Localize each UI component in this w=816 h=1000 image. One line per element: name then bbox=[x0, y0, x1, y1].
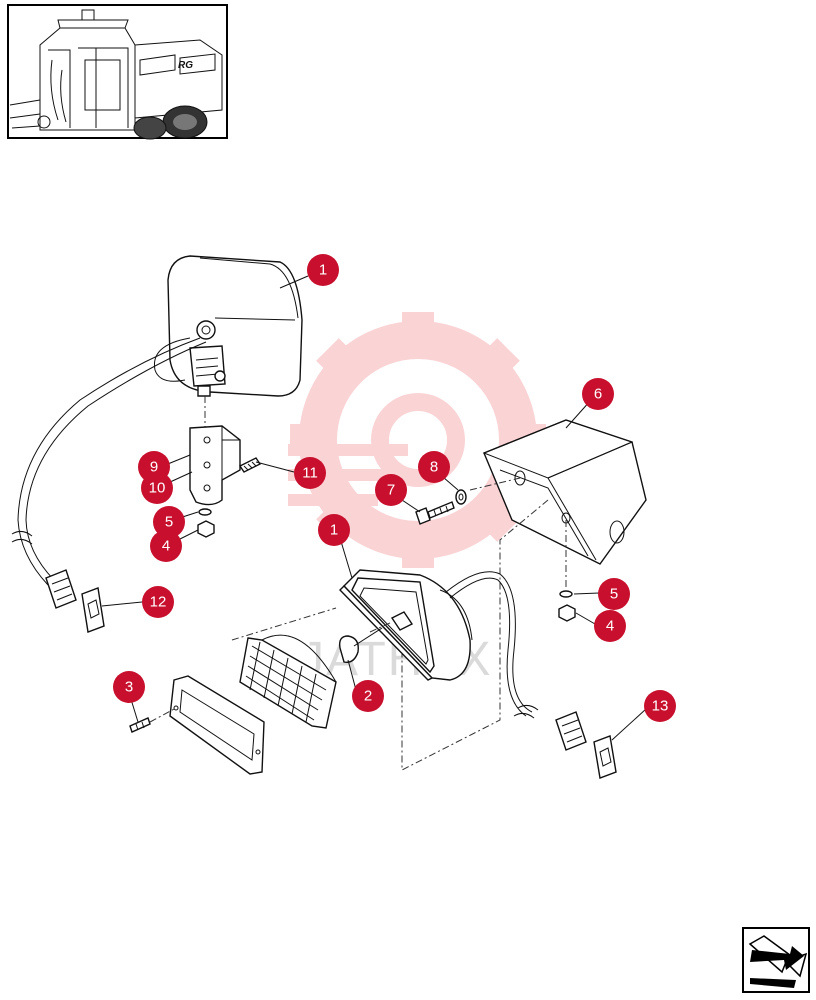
callout-6[interactable]: 6 bbox=[582, 378, 614, 410]
callout-3[interactable]: 3 bbox=[113, 671, 145, 703]
nut-upper[interactable] bbox=[197, 520, 215, 538]
lamp-lens[interactable] bbox=[239, 634, 337, 729]
callout-10[interactable]: 10 bbox=[141, 472, 173, 504]
callout-11[interactable]: 11 bbox=[294, 457, 326, 489]
svg-text:7: 7 bbox=[387, 482, 395, 499]
svg-text:13: 13 bbox=[652, 698, 669, 715]
screw-3[interactable] bbox=[129, 717, 151, 733]
svg-text:11: 11 bbox=[302, 465, 318, 482]
callout-2[interactable]: 2 bbox=[352, 680, 384, 712]
svg-text:2: 2 bbox=[364, 688, 372, 705]
lower-lamp-connector bbox=[555, 711, 587, 751]
svg-text:12: 12 bbox=[150, 594, 167, 611]
washer-upper[interactable] bbox=[198, 508, 212, 516]
svg-text:5: 5 bbox=[610, 586, 618, 603]
work-lamp-lower[interactable] bbox=[339, 569, 473, 681]
svg-text:5: 5 bbox=[165, 514, 173, 531]
lamp-housing-guard[interactable] bbox=[482, 419, 647, 565]
next-page-arrow-icon[interactable] bbox=[742, 927, 810, 993]
lower-lamp-cable bbox=[445, 571, 533, 713]
svg-text:4: 4 bbox=[162, 538, 170, 555]
svg-text:1: 1 bbox=[319, 262, 327, 279]
upper-lamp-cable bbox=[17, 337, 201, 586]
callout-12[interactable]: 12 bbox=[142, 586, 174, 618]
washer-right[interactable] bbox=[559, 590, 573, 598]
callout-1[interactable]: 1 bbox=[318, 514, 350, 546]
upper-lamp-connector bbox=[45, 569, 77, 609]
callout-5[interactable]: 5 bbox=[598, 578, 630, 610]
callout-4[interactable]: 4 bbox=[594, 610, 626, 642]
thumbnail-badge: RG bbox=[178, 60, 193, 71]
callout-5[interactable]: 5 bbox=[153, 506, 185, 538]
work-lamp-upper[interactable] bbox=[167, 255, 303, 397]
svg-text:9: 9 bbox=[150, 459, 158, 476]
svg-text:1: 1 bbox=[330, 522, 338, 539]
callout-1[interactable]: 1 bbox=[307, 254, 339, 286]
svg-text:3: 3 bbox=[125, 679, 133, 696]
washer-8[interactable] bbox=[455, 489, 467, 505]
svg-text:6: 6 bbox=[594, 386, 602, 403]
svg-text:10: 10 bbox=[149, 480, 166, 497]
mounting-bracket[interactable] bbox=[189, 425, 241, 506]
switch-12[interactable] bbox=[81, 587, 105, 633]
bolt-11[interactable] bbox=[238, 457, 262, 473]
callout-13[interactable]: 13 bbox=[644, 690, 676, 722]
nut-right[interactable] bbox=[558, 604, 576, 622]
svg-text:8: 8 bbox=[430, 459, 438, 476]
callout-4[interactable]: 4 bbox=[150, 530, 182, 562]
callout-8[interactable]: 8 bbox=[418, 451, 450, 483]
lamp-bezel[interactable] bbox=[169, 675, 265, 775]
callout-7[interactable]: 7 bbox=[375, 474, 407, 506]
machine-cab-thumbnail[interactable]: RG bbox=[7, 4, 228, 140]
switch-13[interactable] bbox=[593, 735, 617, 779]
svg-text:4: 4 bbox=[606, 618, 614, 635]
bulb[interactable] bbox=[338, 627, 383, 663]
